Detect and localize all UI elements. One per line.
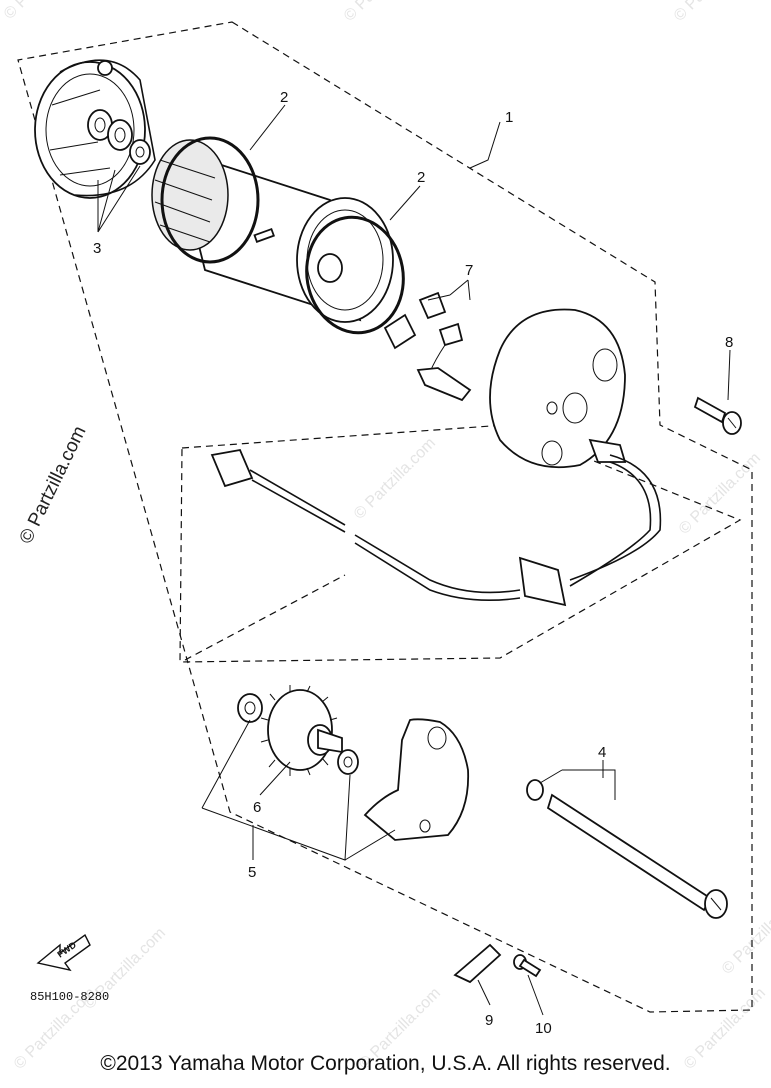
watermark-top-right: © Partzilla.com <box>671 0 759 25</box>
leader-2a <box>249 104 286 151</box>
leader-7 <box>427 279 471 301</box>
mounting-bolt <box>526 779 728 919</box>
leader-8 <box>727 349 731 401</box>
leader-10 <box>527 974 544 1016</box>
callout-4: 4 <box>598 744 606 761</box>
lower-boundary <box>184 574 346 661</box>
callout-5: 5 <box>248 864 256 881</box>
washer-lower <box>337 749 359 775</box>
gear-bracket <box>363 718 470 841</box>
callout-8: 8 <box>725 334 733 351</box>
leader-6 <box>259 761 291 796</box>
leader-2b <box>389 185 421 221</box>
callout-6: 6 <box>253 799 261 816</box>
screw-8 <box>693 396 742 435</box>
o-ring-rear <box>305 215 405 335</box>
fwd-arrow-icon: FWD <box>36 933 91 972</box>
callout-7: 7 <box>465 262 473 279</box>
bolt-10 <box>513 954 542 978</box>
callout-2-mid: 2 <box>417 169 425 186</box>
watermark-right-mid: © Partzilla.com <box>676 450 764 538</box>
lead-wire <box>210 448 662 607</box>
copyright-notice: ©2013 Yamaha Motor Corporation, U.S.A. A… <box>100 1052 671 1075</box>
diagram-code: 85H100-8280 <box>30 990 109 1004</box>
leader-1 <box>469 121 501 169</box>
callout-1: 1 <box>505 109 513 126</box>
watermark-top-left: © Partzilla.com <box>1 0 89 23</box>
assembly-boundary <box>17 21 753 1013</box>
watermark-center: © Partzilla.com <box>351 435 439 523</box>
washer-set <box>87 109 151 165</box>
watermark-main: © Partzilla.com <box>16 423 91 547</box>
rear-cover <box>489 308 627 469</box>
leader-5-6 <box>201 719 396 861</box>
armature-yoke <box>151 139 394 323</box>
callout-2-top: 2 <box>280 89 288 106</box>
harness-boundary <box>179 424 742 663</box>
o-ring-front <box>160 136 260 264</box>
leader-4 <box>539 760 616 800</box>
callout-9: 9 <box>485 1012 493 1029</box>
washer-upper <box>237 693 263 723</box>
callout-3: 3 <box>93 240 101 257</box>
leader-3 <box>97 165 141 233</box>
idler-gear <box>260 685 343 776</box>
brush-set <box>383 291 472 402</box>
leader-9 <box>477 979 491 1006</box>
bracket-plate-9 <box>453 943 502 984</box>
callout-10: 10 <box>535 1020 552 1037</box>
watermark-top-mid: © Partzilla.com <box>341 0 429 25</box>
